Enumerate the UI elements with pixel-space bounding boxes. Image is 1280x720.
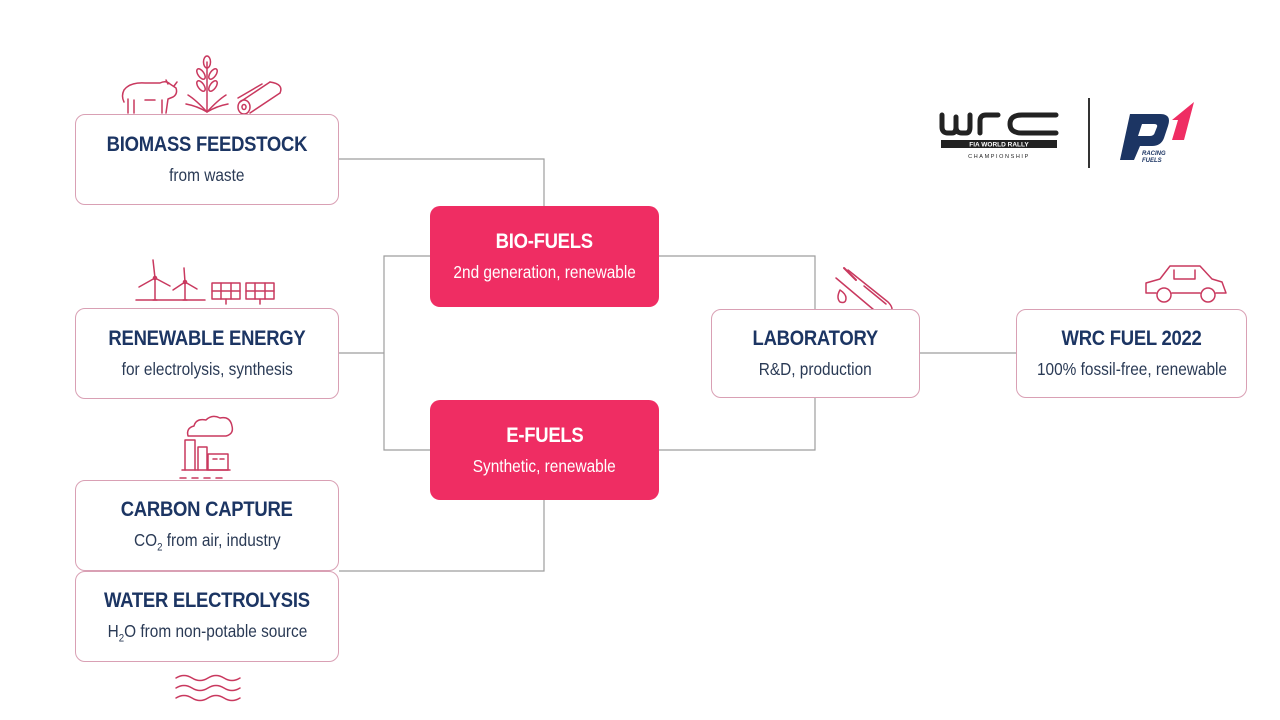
node-wrc-fuel-2022: WRC FUEL 2022 100% fossil-free, renewabl…	[1016, 309, 1247, 398]
node-subtitle: R&D, production	[759, 359, 872, 379]
formula-suffix: from air, industry	[162, 529, 281, 550]
node-title: WATER ELECTROLYSIS	[104, 588, 310, 612]
connectors	[339, 158, 1016, 572]
node-subtitle: CO2 from air, industry	[134, 530, 281, 554]
car-icon	[1145, 265, 1227, 303]
node-renewable-energy: RENEWABLE ENERGY for electrolysis, synth…	[75, 308, 339, 399]
connector-efuels-lab	[659, 398, 816, 451]
logo-divider	[1088, 98, 1090, 168]
formula-subscript: 2	[156, 541, 163, 554]
node-bio-fuels: BIO-FUELS 2nd generation, renewable	[430, 206, 659, 307]
node-title: BIO-FUELS	[495, 230, 594, 253]
wind-turbine-icon	[135, 259, 206, 301]
formula-prefix: CO	[133, 529, 157, 550]
node-title: E-FUELS	[505, 423, 584, 447]
connector-split-biofuels	[383, 255, 430, 353]
wrc-logo-line2: CHAMPIONSHIP	[968, 154, 1030, 160]
formula-subscript: 2	[118, 632, 124, 645]
wrc-logo: FIA WORLD RALLY CHAMPIONSHIP	[939, 112, 1059, 160]
node-subtitle: from waste	[169, 165, 245, 185]
node-subtitle: 100% fossil-free, renewable	[1036, 359, 1227, 379]
node-water-electrolysis: WATER ELECTROLYSIS H2O from non-potable …	[75, 571, 339, 662]
p1-racing-fuels-logo: RACING FUELS	[1120, 102, 1194, 164]
connector-split-efuels	[383, 353, 430, 451]
formula-suffix: O from non-potable source	[123, 620, 307, 641]
node-title: LABORATORY	[752, 327, 879, 350]
node-title: WRC FUEL 2022	[1061, 327, 1202, 350]
logs-icon	[237, 81, 282, 115]
connector-capture-efuels	[339, 500, 545, 572]
node-biomass-feedstock: BIOMASS FEEDSTOCK from waste	[75, 114, 339, 205]
formula-prefix: H	[107, 620, 119, 641]
p1-logo-line1: RACING	[1142, 151, 1166, 157]
node-title: RENEWABLE ENERGY	[108, 327, 306, 350]
node-e-fuels: E-FUELS Synthetic, renewable	[430, 400, 659, 500]
node-title: CARBON CAPTURE	[121, 497, 293, 521]
wheat-icon	[185, 55, 229, 113]
node-subtitle: Synthetic, renewable	[473, 455, 616, 476]
cow-icon	[121, 79, 178, 114]
connector-biomass-biofuels	[339, 158, 545, 206]
solar-panel-icon	[211, 282, 275, 305]
node-title: BIOMASS FEEDSTOCK	[106, 133, 308, 156]
node-laboratory: LABORATORY R&D, production	[711, 309, 920, 398]
water-waves-icon	[175, 674, 241, 702]
node-subtitle: 2nd generation, renewable	[453, 262, 636, 282]
node-carbon-capture: CARBON CAPTURE CO2 from air, industry	[75, 480, 339, 571]
wrc-logo-line1: FIA WORLD RALLY	[969, 142, 1029, 149]
node-subtitle: for electrolysis, synthesis	[121, 359, 293, 379]
p1-logo-line2: FUELS	[1142, 158, 1162, 164]
factory-icon	[179, 415, 234, 479]
node-subtitle: H2O from non-potable source	[107, 621, 307, 645]
connector-biofuels-lab	[659, 255, 816, 309]
